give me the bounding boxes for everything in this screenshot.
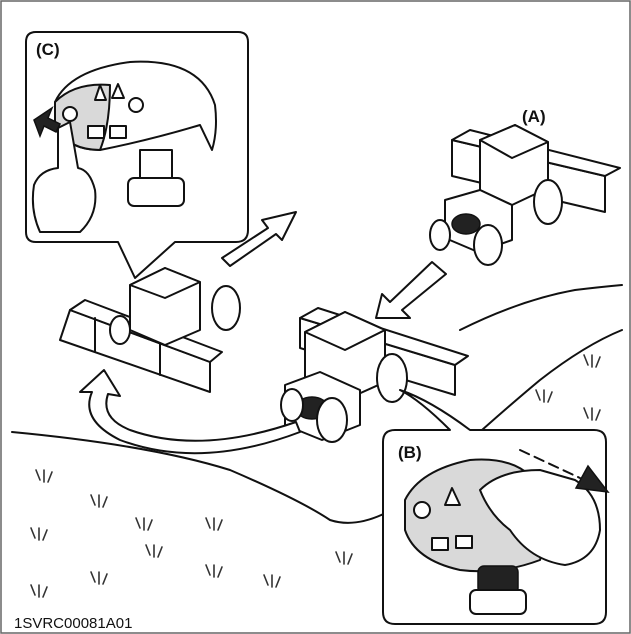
callout-b: (B) (382, 389, 610, 625)
push-direction-arrow (519, 449, 581, 479)
tractor-b (280, 307, 469, 443)
figure-code: 1SVRC00081A01 (14, 615, 132, 632)
arrow-a-to-b (375, 261, 447, 319)
press-arrow (33, 106, 62, 139)
field-edge-line (11, 329, 623, 524)
label-a: (A) (522, 107, 546, 126)
tractor-a (429, 124, 621, 266)
label-c: (C) (36, 40, 60, 59)
arrow-c-forward (221, 211, 297, 267)
label-b: (B) (398, 443, 422, 462)
callout-c: (C) (25, 31, 249, 279)
field-edge-line-upper (459, 284, 623, 331)
grass-tufts (30, 354, 601, 598)
tractor-c (59, 267, 241, 393)
u-turn-arrow (79, 369, 301, 455)
